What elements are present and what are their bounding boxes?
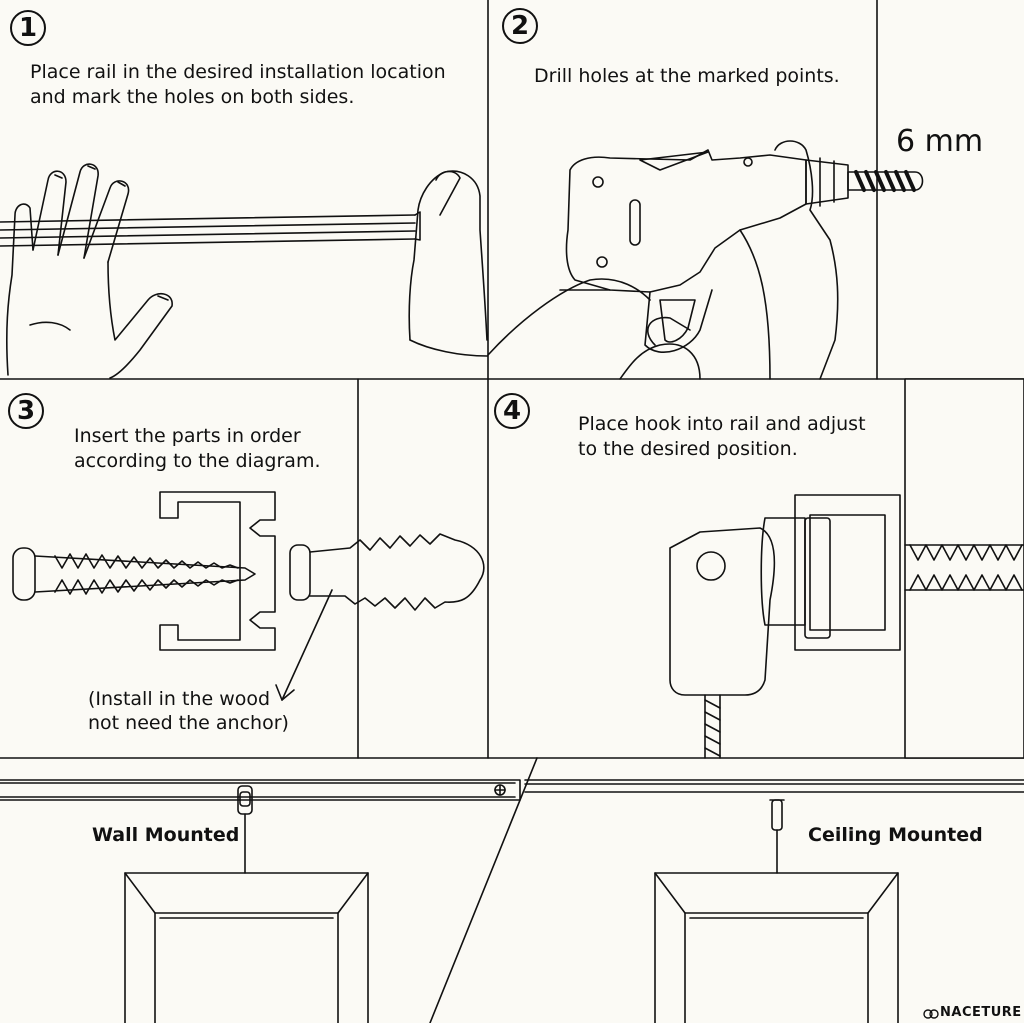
- step-3-note-line-1: (Install in the wood: [88, 688, 271, 710]
- panel-grid: [0, 0, 1024, 759]
- brand-logo-icon: [923, 1009, 939, 1019]
- step-3-instruction-line-1: Insert the parts in order: [74, 425, 301, 447]
- step-3-note-line-2: not need the anchor): [88, 712, 289, 734]
- hook-rail-assembly: [669, 378, 1024, 759]
- drill-illustration: [487, 0, 924, 380]
- wall-mounted-label: Wall Mounted: [92, 824, 240, 846]
- step-1-instruction-line-1: Place rail in the desired installation l…: [30, 61, 446, 83]
- rail-with-hands: [0, 163, 488, 379]
- step-4-instruction-line-1: Place hook into rail and adjust: [578, 413, 866, 435]
- step-2-number: 2: [502, 8, 538, 44]
- brand-name: NACETURE: [940, 1005, 1022, 1020]
- step-4-number: 4: [494, 393, 530, 429]
- drill-bit-size: 6 mm: [896, 124, 984, 159]
- mounting-comparison: [0, 757, 1024, 1023]
- ceiling-frame: [654, 872, 899, 1023]
- step-1-instruction-line-2: and mark the holes on both sides.: [30, 86, 355, 108]
- step-2-instruction: Drill holes at the marked points.: [534, 65, 840, 87]
- step-3-number: 3: [8, 393, 44, 429]
- wall-frame: [124, 872, 369, 1023]
- step-3-instruction-line-2: according to the diagram.: [74, 450, 321, 472]
- exploded-parts-diagram: [12, 378, 485, 759]
- step-4-instruction-line-2: to the desired position.: [578, 438, 798, 460]
- step-1-number: 1: [10, 10, 46, 46]
- ceiling-mounted-label: Ceiling Mounted: [808, 824, 983, 846]
